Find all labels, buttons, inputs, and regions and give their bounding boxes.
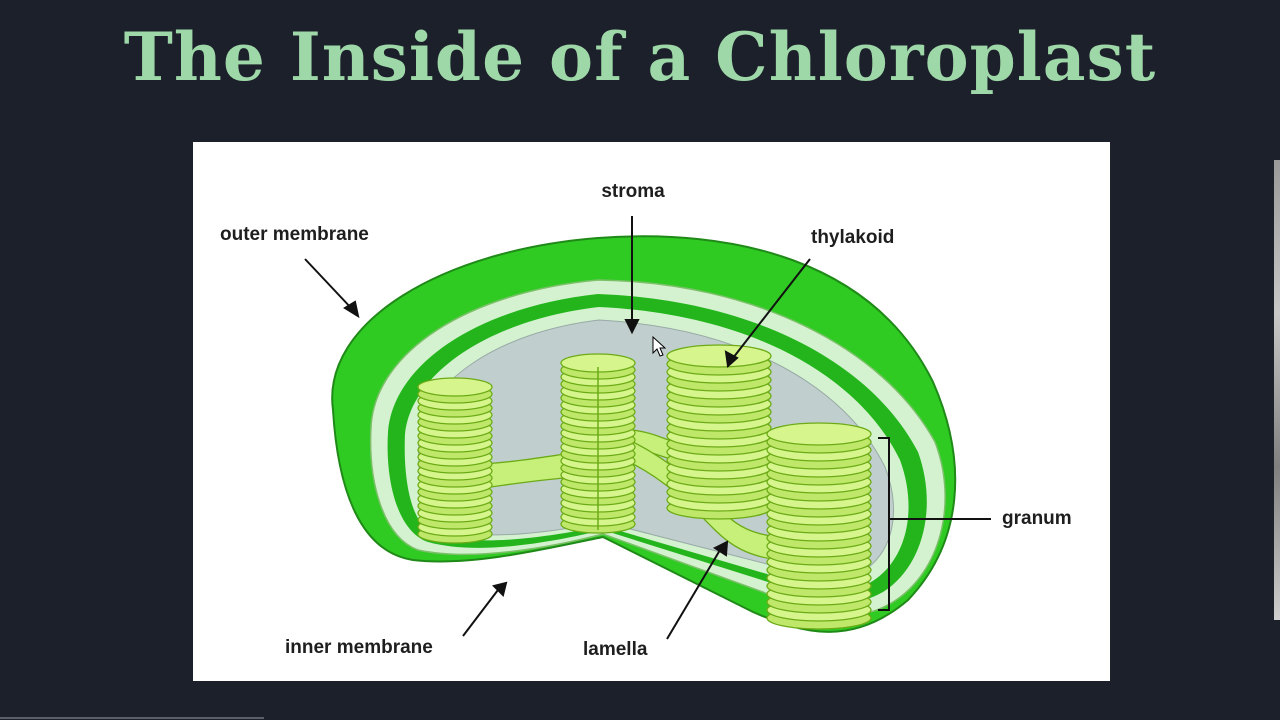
leader-arrows <box>304 216 811 640</box>
chloroplast-diagram: stroma outer membrane thylakoid granum i… <box>220 181 1072 660</box>
granum-bracket <box>878 437 991 611</box>
diagram-panel: stroma outer membrane thylakoid granum i… <box>193 142 1110 681</box>
label-thylakoid: thylakoid <box>811 227 894 248</box>
label-outer-membrane: outer membrane <box>220 224 369 245</box>
granum-center <box>560 353 636 534</box>
label-stroma: stroma <box>601 181 665 202</box>
label-inner-membrane: inner membrane <box>285 637 433 658</box>
granum-back <box>666 344 772 520</box>
granum-left <box>417 377 493 544</box>
granum-front <box>766 422 872 630</box>
right-edge-strip <box>1274 160 1280 620</box>
mouse-cursor-icon <box>652 336 666 357</box>
page-title: The Inside of a Chloroplast <box>123 18 1157 96</box>
label-lamella: lamella <box>583 639 648 660</box>
label-granum: granum <box>1002 508 1072 529</box>
progress-line <box>0 717 264 719</box>
